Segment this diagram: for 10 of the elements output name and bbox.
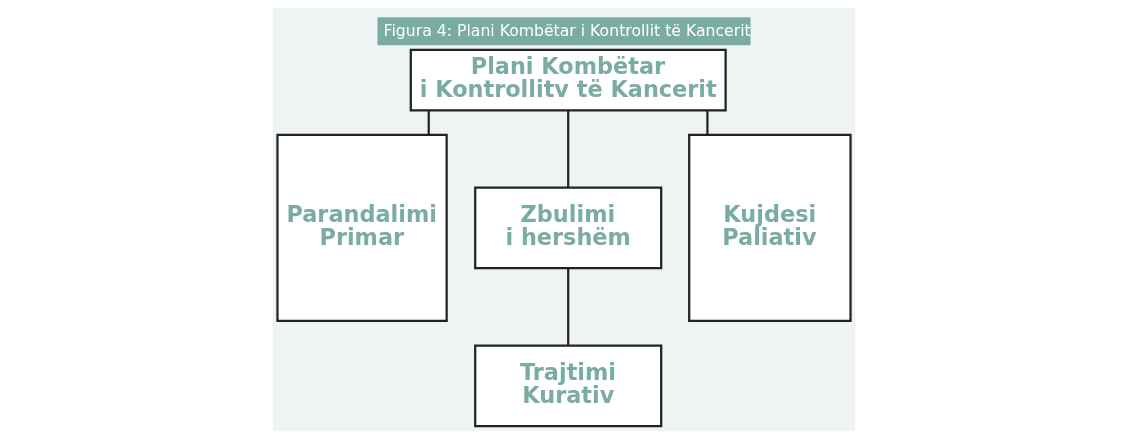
node-box: Trajtimi Kurativ [473,344,662,428]
node-box: Parandalimi Primar [275,133,448,322]
connector [566,268,569,346]
connector [566,110,569,188]
connector [705,110,708,135]
node-box: Plani Kombëtar i Kontrollitv të Kancerit [409,48,727,112]
node-box: Kujdesi Paliativ [687,133,852,322]
node-box: Zbulimi i hershëm [473,186,662,270]
connector [427,110,430,135]
diagram-title: Figura 4: Plani Kombëtar i Kontrollit të Kancerit [383,20,751,40]
